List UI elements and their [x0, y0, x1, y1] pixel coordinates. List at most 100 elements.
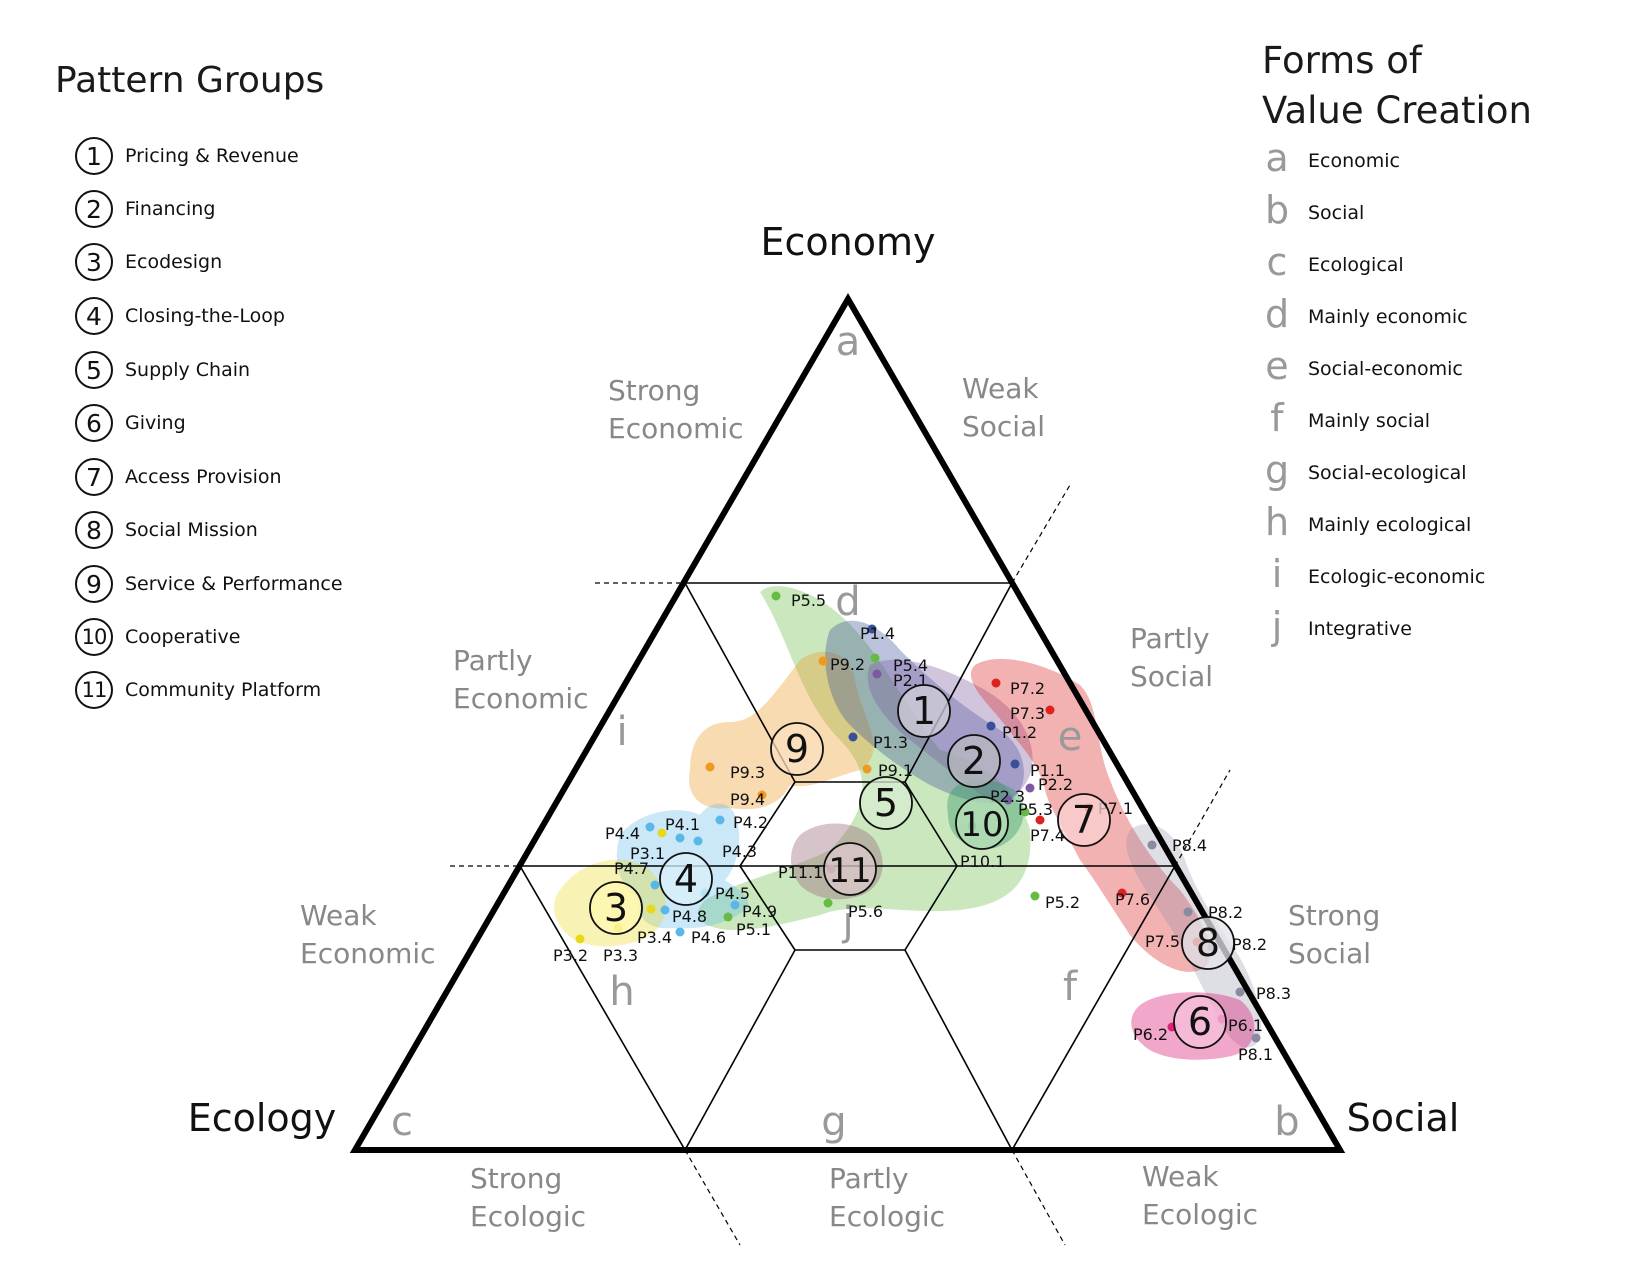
pattern-point — [715, 815, 725, 825]
pattern-point — [1020, 807, 1030, 817]
region-letter-a: a — [836, 319, 861, 365]
partition-line — [519, 865, 686, 1151]
pattern-point — [1003, 795, 1013, 805]
group-marker-label: 8 — [1196, 921, 1220, 965]
pattern-label: P10.1 — [960, 852, 1005, 871]
group-number-badge: 7 — [75, 458, 113, 496]
pattern-point — [650, 880, 660, 890]
pattern-label: P4.3 — [722, 842, 757, 861]
value-form-letter: b — [1264, 188, 1290, 232]
pattern-group-label: Cooperative — [125, 626, 241, 648]
pattern-group-item: 1 Pricing & Revenue — [75, 134, 299, 178]
pattern-point — [867, 624, 877, 634]
group-marker-10 — [955, 796, 1009, 850]
group-marker-label: 3 — [604, 886, 628, 930]
pattern-label: P1.4 — [860, 624, 895, 643]
pattern-group-label: Ecodesign — [125, 251, 223, 273]
edge-label-line1: Weak — [962, 372, 1039, 405]
group-number-badge: 6 — [75, 404, 113, 442]
pattern-group-label: Financing — [125, 198, 216, 220]
pattern-point — [723, 912, 733, 922]
pattern-point — [848, 732, 858, 742]
pattern-label: P5.5 — [791, 591, 826, 610]
pattern-point — [646, 904, 656, 914]
pattern-label: P1.1 — [1030, 761, 1065, 780]
group-marker-label: 4 — [674, 857, 698, 901]
pattern-groups-title: Pattern Groups — [55, 60, 325, 101]
partition-line — [904, 949, 1013, 1151]
edge-label-line2: Ecologic — [1142, 1198, 1258, 1231]
edge-label-line1: Partly — [829, 1162, 909, 1195]
pattern-point — [870, 653, 880, 663]
dashed-extension — [1011, 1149, 1066, 1246]
group-marker-label: 11 — [828, 851, 871, 891]
pattern-label: P5.6 — [848, 902, 883, 921]
pattern-label: P1.3 — [873, 733, 908, 752]
group-marker-label: 1 — [912, 689, 936, 733]
dashed-extension — [1011, 484, 1071, 584]
partition-line — [739, 865, 796, 951]
pattern-point — [675, 927, 685, 937]
group-marker-label: 9 — [785, 727, 809, 771]
pattern-label: P5.2 — [1045, 893, 1080, 912]
group-marker-7 — [1057, 793, 1111, 847]
pattern-point — [660, 905, 670, 915]
pattern-point — [575, 934, 585, 944]
pattern-group-label: Pricing & Revenue — [125, 145, 299, 167]
group-marker-3 — [589, 881, 643, 935]
value-form-label: Social-economic — [1308, 358, 1463, 380]
pattern-point — [1235, 987, 1245, 997]
pattern-point — [1035, 815, 1045, 825]
edge-label-line2: Social — [962, 410, 1045, 443]
pattern-label: P4.6 — [691, 928, 726, 947]
group-marker-label: 7 — [1072, 798, 1096, 842]
value-form-label: Mainly social — [1308, 410, 1431, 432]
pattern-label: P3.2 — [553, 946, 588, 965]
pattern-label: P3.4 — [637, 928, 672, 947]
outer-triangle — [349, 293, 1346, 1153]
value-form-letter: d — [1264, 292, 1290, 336]
pattern-group-label: Giving — [125, 412, 186, 434]
pattern-label: P9.2 — [830, 655, 865, 674]
group-number-badge: 5 — [75, 351, 113, 389]
edge-label-line1: Strong — [608, 374, 700, 407]
value-form-label: Economic — [1308, 150, 1400, 172]
value-form-label: Social — [1308, 202, 1365, 224]
pattern-label: P3.1 — [630, 844, 665, 863]
value-form-letter: a — [1265, 136, 1289, 180]
partition-line — [904, 781, 958, 867]
dashed-extension — [1174, 769, 1231, 867]
edge-label-line1: Weak — [1142, 1160, 1219, 1193]
pattern-label: P7.3 — [1010, 704, 1045, 723]
value-form-label: Social-ecological — [1308, 462, 1467, 484]
pattern-point — [1010, 759, 1020, 769]
forms-of-value-creation-title: Forms of Value Creation — [1262, 36, 1602, 136]
pattern-label: P4.5 — [715, 884, 750, 903]
pattern-group-label: Community Platform — [125, 679, 322, 701]
pattern-label: P7.4 — [1030, 826, 1065, 845]
partition-line — [1011, 865, 1176, 1151]
edge-label-line1: Partly — [1130, 622, 1210, 655]
pattern-group-label: Closing-the-Loop — [125, 305, 285, 327]
pattern-label: P7.2 — [1010, 679, 1045, 698]
value-form-letter: f — [1270, 396, 1284, 440]
pattern-point — [991, 678, 1001, 688]
vertex-label-economy: Economy — [761, 220, 936, 264]
edge-label-line1: Weak — [300, 899, 377, 932]
group-marker-2 — [947, 734, 1001, 788]
group-number-badge: 4 — [75, 297, 113, 335]
group-marker-6 — [1173, 995, 1227, 1049]
pattern-label: P4.8 — [672, 907, 707, 926]
edge-label-line2: Economic — [608, 412, 744, 445]
pattern-point — [986, 721, 996, 731]
group-number-badge: 1 — [75, 137, 113, 175]
pattern-point — [730, 900, 740, 910]
